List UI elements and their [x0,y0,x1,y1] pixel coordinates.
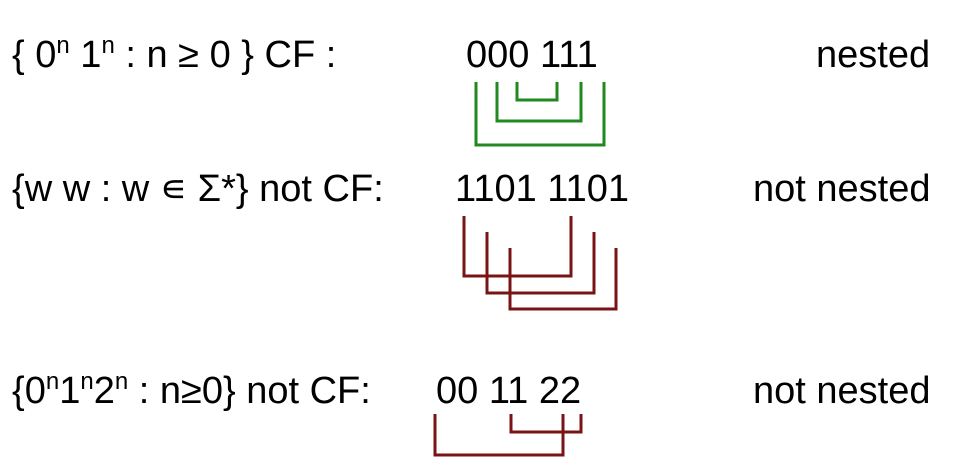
row3-mid2: 2 [93,370,115,412]
row3-sup3: n [114,368,129,395]
nested-bracket-inner [515,82,559,102]
row1-sup2: n [101,32,115,59]
nested-bracket-middle [495,82,583,123]
row1-language: { 0n 1n : n ≥ 0 } CF : [12,34,337,76]
row2-language: {w w : w ∊ Σ*} not CF: [12,168,384,210]
nested-bracket-outer [474,82,606,147]
crossing-bracket-1 [462,216,573,278]
row1-mid1: 1 [69,34,102,76]
row3-lang-prefix: {0 [12,370,46,412]
row1-lang-prefix: { 0 [12,34,57,76]
row3-language: {0n1n2n : n≥0} not CF: [12,370,371,412]
row3-mid1: 1 [59,370,81,412]
row1-sup1: n [56,32,70,59]
crossing-bracket-3 [508,248,618,311]
crossing-bracket-2 [485,232,596,295]
crossing-bracket-outer [433,414,565,457]
crossing-bracket-inner [509,414,583,434]
row1-verdict: nested [816,34,931,76]
nested-brackets [474,82,606,147]
row1-string: 000 111 [466,34,598,76]
crossing-brackets-row3 [433,414,583,457]
row3-lang-suffix: : n≥0} not CF: [128,370,371,412]
row2-string: 1101 1101 [455,168,629,210]
row3-sup1: n [45,368,60,395]
crossing-brackets-row2 [462,216,618,311]
row1-lang-suffix: : n ≥ 0 } CF : [114,34,337,76]
row3-string: 00 11 22 [436,370,582,412]
row3-verdict: not nested [753,370,931,412]
row2-verdict: not nested [753,168,931,210]
row3-sup2: n [80,368,94,395]
